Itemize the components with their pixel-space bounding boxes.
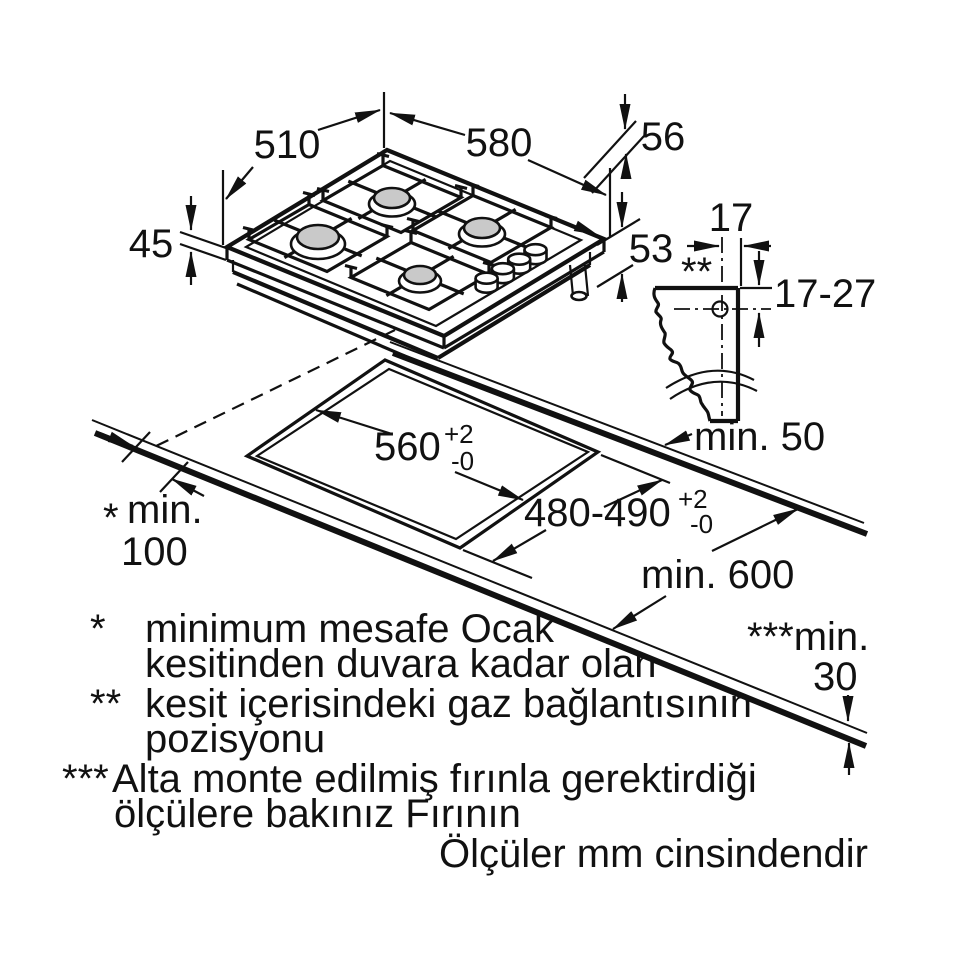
dimension-min-50: min. 50 — [664, 415, 825, 459]
note1-marker: * — [90, 607, 106, 651]
gas-connection-profile: 17 ** 17-27 — [652, 196, 876, 424]
footnotes: * minimum mesafe Ocak kesitinden duvara … — [62, 607, 868, 876]
control-knobs — [474, 242, 548, 294]
profile-broken-left-edge — [652, 287, 712, 422]
worktop-front-bottom-edge — [93, 430, 868, 749]
cutout-depth-label: 480-490 — [524, 491, 671, 535]
dimension-17: 17 — [687, 196, 771, 252]
hob-depth-label: 510 — [254, 123, 321, 167]
cutout-width-tol-dn: -0 — [451, 446, 474, 476]
min-depth-label: min. 600 — [641, 553, 794, 597]
note2-line2: pozisyonu — [145, 717, 325, 761]
cutout-depth-tol-dn: -0 — [690, 509, 713, 539]
burner-cap-left — [295, 223, 341, 251]
note1-line1: minimum mesafe Ocak — [145, 607, 555, 651]
burner-cap-back — [372, 186, 412, 210]
note3-line2: ölçülere bakınız Fırının — [114, 792, 521, 836]
hob-lip-left-edge — [226, 258, 445, 350]
cutout-width-tol-up: +2 — [444, 419, 474, 449]
worktop-hidden-edge-dashed — [151, 329, 396, 449]
dimension-min-30: ***min. 30 — [747, 615, 869, 775]
dimension-17-27: 17-27 — [740, 251, 876, 347]
dimension-480-490: 480-490 +2 -0 — [462, 453, 713, 580]
units-note: Ölçüler mm cinsindendir — [439, 832, 868, 876]
note2-line1: kesit içerisindeki gaz bağlantısının — [145, 682, 752, 726]
dimension-560: 560 +2 -0 — [315, 408, 524, 502]
hob-lip-right-edge — [443, 250, 605, 350]
min-oven-label: ***min. — [747, 615, 869, 659]
min-oven-value: 30 — [813, 655, 858, 699]
dimension-510: 510 — [221, 92, 386, 245]
break-line-1 — [665, 369, 755, 389]
gas-offset-y-label: 17-27 — [774, 272, 876, 316]
hob-front-height-label: 45 — [129, 222, 174, 266]
hob-body-right-edge — [436, 263, 592, 360]
dimension-580: 580 — [389, 111, 612, 237]
min-side-word: min. — [127, 488, 203, 532]
dimension-min-100: * min. 100 — [99, 431, 205, 574]
hob-lip-height-label: 56 — [641, 115, 686, 159]
worktop-drawing — [91, 329, 869, 749]
break-line-2 — [669, 380, 758, 400]
cutout-inner-outline — [254, 367, 591, 541]
hob-width-label: 580 — [466, 121, 533, 165]
pan-support-back — [316, 151, 468, 235]
burner-cap-right — [462, 216, 502, 240]
hob-body-height-label: 53 — [629, 227, 674, 271]
gas-marker-label: ** — [681, 250, 712, 294]
note1-line2: kesitinden duvara kadar olan — [145, 642, 656, 686]
dimension-56: 56 — [583, 94, 686, 194]
hob-body-shadow-edge — [236, 282, 429, 368]
hob-foot — [568, 264, 590, 302]
min-side-value: 100 — [121, 530, 188, 574]
min-back-label: min. 50 — [694, 415, 825, 459]
dimension-min-600: min. 600 — [612, 508, 799, 630]
worktop-back-bottom-edge — [391, 350, 869, 537]
worktop-back-top-edge — [389, 341, 865, 524]
hob-top-view — [222, 147, 609, 368]
note2-marker: ** — [90, 682, 121, 726]
gas-offset-x-label: 17 — [709, 196, 754, 240]
cutout-depth-tol-up: +2 — [678, 484, 708, 514]
dimension-53: 53 — [596, 192, 674, 302]
burner-cap-front — [402, 264, 438, 286]
edge-arrowhead — [573, 220, 598, 235]
worktop-front-top-edge — [91, 419, 868, 734]
hob-body-left-edge — [232, 270, 439, 360]
hob-outer-rim — [222, 147, 609, 339]
pan-support-front — [344, 228, 496, 312]
min-side-marker: * — [103, 496, 119, 540]
pan-support-left — [242, 190, 394, 274]
cutout-outline — [243, 358, 602, 550]
cutout-width-label: 560 — [374, 425, 441, 469]
note3-marker: *** — [62, 757, 109, 801]
note3-line1: Alta monte edilmiş fırınla gerektirdiği — [112, 757, 757, 801]
dimension-45: 45 — [129, 196, 227, 285]
